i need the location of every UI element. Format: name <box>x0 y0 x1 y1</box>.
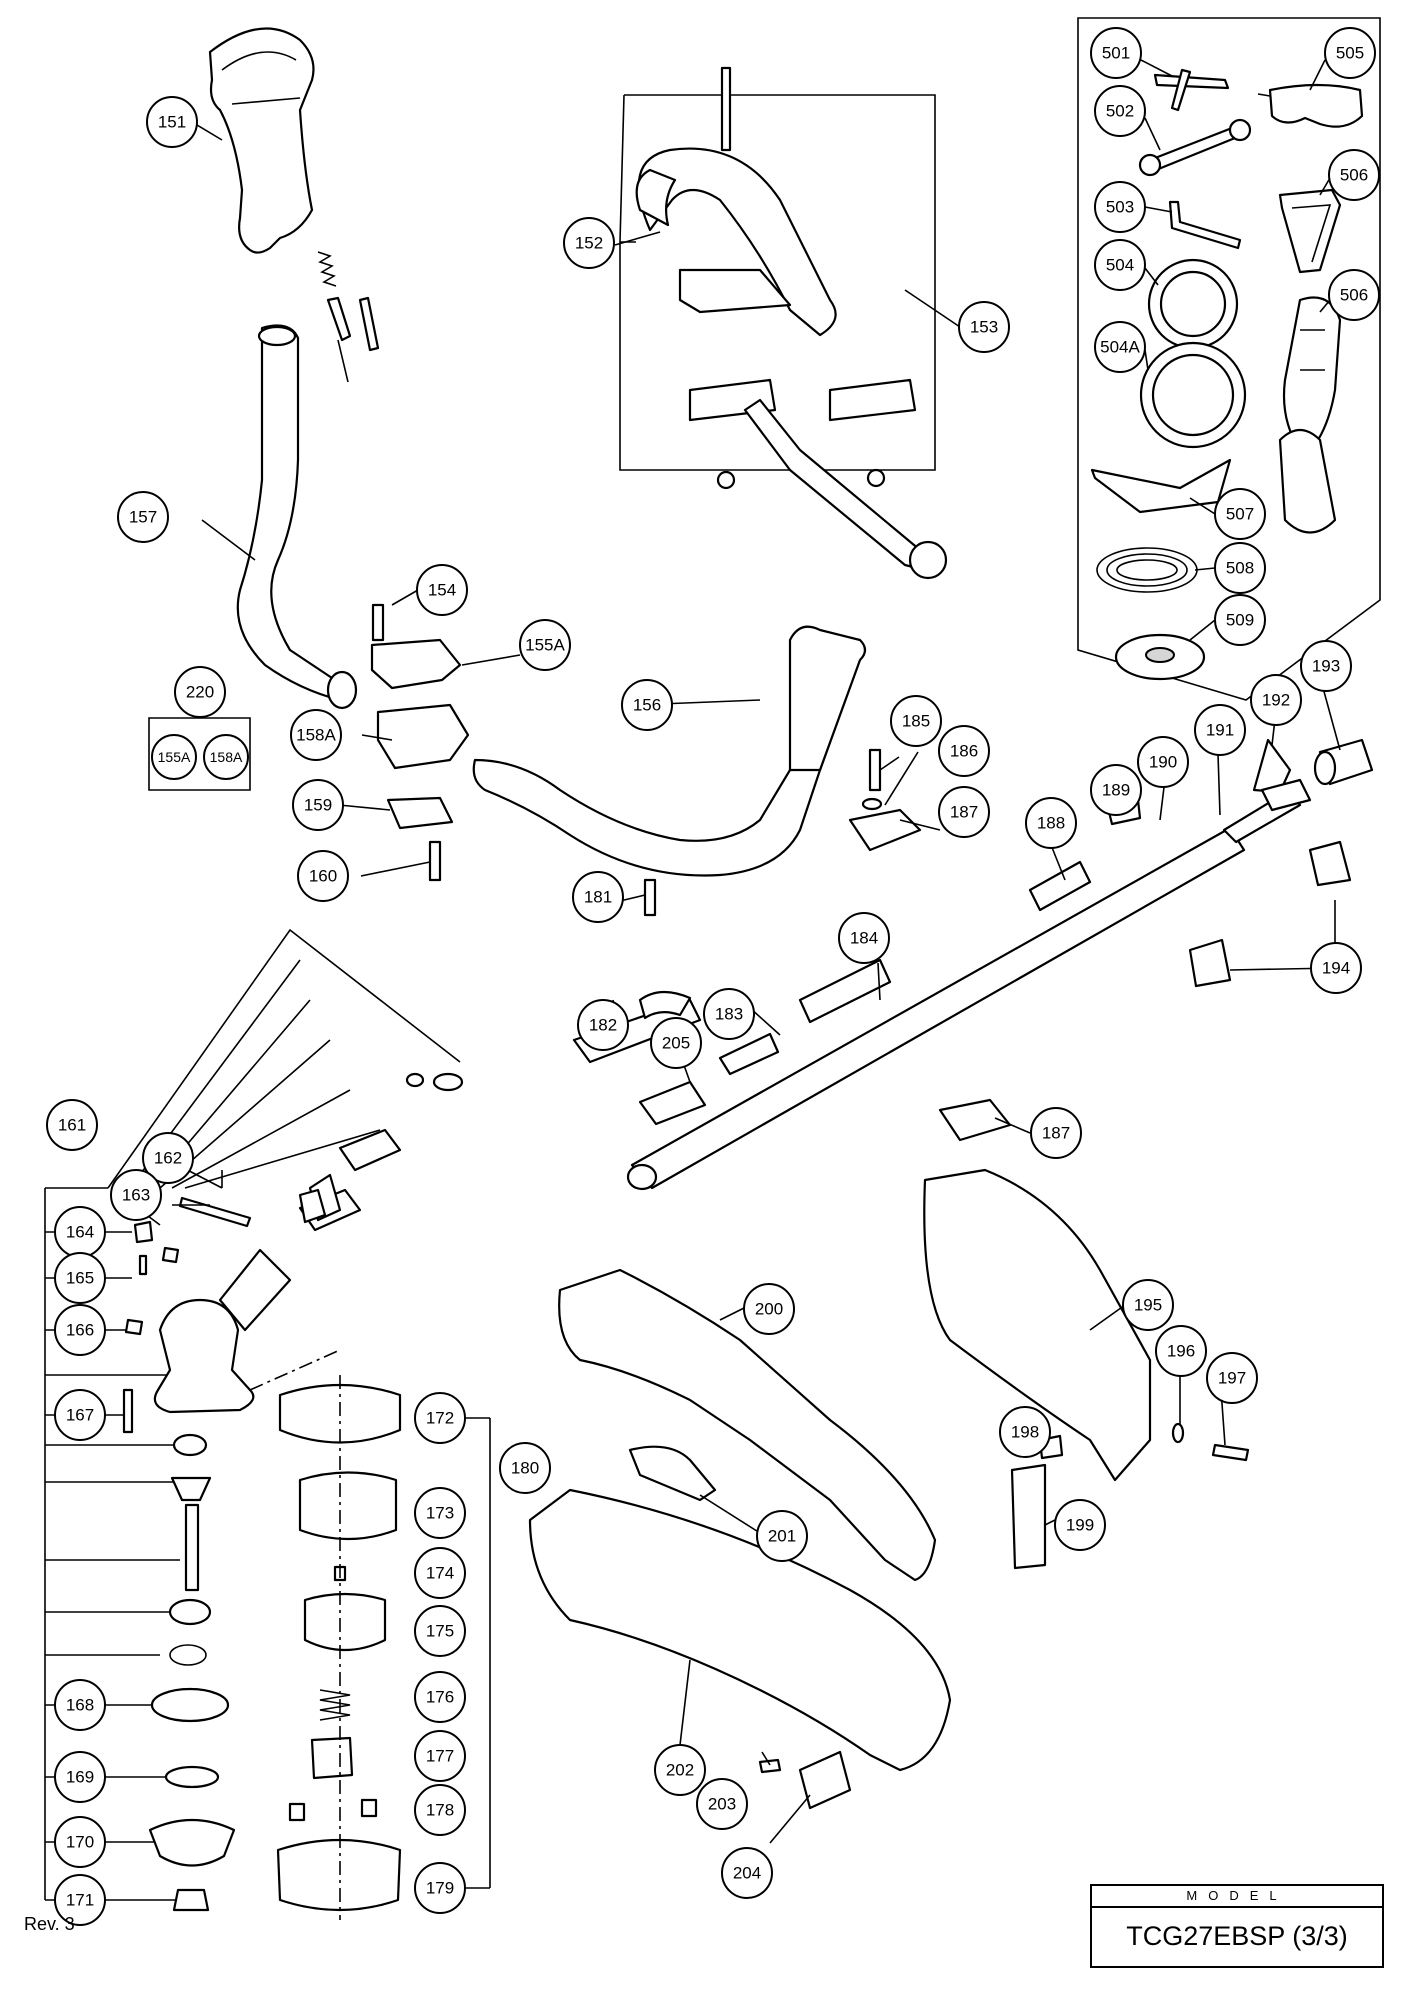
pipe-end-157b <box>326 670 358 710</box>
shaft <box>184 1503 200 1592</box>
drive-connector-192 <box>1252 738 1312 812</box>
block-198 <box>1038 1434 1064 1460</box>
sleeve-205 <box>638 1080 707 1126</box>
wrench-501 <box>1153 68 1230 112</box>
clamp-159 <box>386 796 454 830</box>
washer-196 <box>1171 1422 1185 1444</box>
ring-504 <box>1147 258 1239 350</box>
handle-pipe-157 <box>236 324 355 702</box>
model-label: MODEL <box>1092 1886 1382 1908</box>
harness-506b <box>1278 296 1342 534</box>
clamp-155A <box>370 638 462 690</box>
ring-e <box>432 1072 464 1092</box>
bolt-152 <box>720 66 732 152</box>
loop-bar-knob <box>908 540 948 580</box>
washer-169 <box>164 1765 220 1789</box>
bracket-161 <box>44 1187 190 1901</box>
pin-167 <box>122 1388 134 1434</box>
nut-171 <box>172 1888 210 1912</box>
nut-a <box>716 470 736 490</box>
plate-199 <box>1010 1463 1047 1570</box>
spool-175 <box>303 1592 387 1652</box>
model-block: MODEL TCG27EBSP (3/3) <box>1090 1884 1384 1968</box>
main-tube-184 <box>630 826 1246 1190</box>
spring-176 <box>319 1689 351 1721</box>
holder-168 <box>150 1687 230 1723</box>
damper-193 <box>1313 738 1374 786</box>
pipe-end-157 <box>257 325 297 347</box>
goggles-505 <box>1257 83 1364 128</box>
bolt-163 <box>161 1246 180 1264</box>
clip-178a <box>288 1802 306 1822</box>
knob-177 <box>310 1736 354 1780</box>
screw-203 <box>758 1758 782 1774</box>
gear-b <box>338 1128 402 1172</box>
bevel-gear <box>170 1476 212 1502</box>
bolt-166 <box>124 1318 144 1336</box>
sleeve-183 <box>718 1032 780 1076</box>
hex-key-503 <box>1168 200 1242 250</box>
clamp-153-upper <box>678 268 792 314</box>
tube-end <box>626 1163 658 1191</box>
ring-f <box>405 1072 425 1088</box>
cup-170 <box>148 1818 236 1867</box>
ring-504A <box>1139 341 1247 449</box>
washer-509 <box>1114 633 1206 681</box>
bolt-197 <box>1211 1443 1250 1462</box>
bearing-b <box>168 1598 212 1626</box>
bolt-181 <box>643 878 657 917</box>
model-value: TCG27EBSP (3/3) <box>1126 1921 1348 1951</box>
nylon-line-508 <box>1096 547 1198 593</box>
guard-200 <box>558 1268 937 1582</box>
guard-195 <box>923 1168 1152 1482</box>
rear-grip-151 <box>208 27 315 254</box>
gear-neck <box>218 1248 292 1332</box>
bolt-162 <box>178 1196 252 1228</box>
clamp-187a <box>848 808 922 852</box>
frame-lines-161 <box>107 928 461 1189</box>
housing-179 <box>276 1838 402 1912</box>
cutter-204 <box>798 1750 852 1810</box>
sleeve-188 <box>1028 860 1092 912</box>
bolt-185 <box>868 748 882 792</box>
bolt-160 <box>428 840 442 882</box>
clip-178b <box>360 1798 378 1818</box>
revision-label: Rev. 3 <box>24 1914 75 1934</box>
sleeve-189 <box>1106 798 1142 826</box>
grip-156 <box>788 625 867 772</box>
clamp-201 <box>628 1445 717 1502</box>
screw-165 <box>138 1254 148 1276</box>
clips-194 <box>1188 840 1352 988</box>
snap-ring <box>169 1644 207 1666</box>
clamp-182 <box>572 990 702 1064</box>
gear-d <box>298 1188 327 1224</box>
spanner-502 <box>1138 118 1252 177</box>
coil-173 <box>298 1471 398 1541</box>
loop-bar <box>743 398 932 572</box>
clamp-158A <box>376 703 470 770</box>
nut-b <box>866 468 886 488</box>
clamp-153-side <box>828 378 917 422</box>
spring-and-cables <box>317 251 380 383</box>
loop-handle-152 <box>635 147 837 337</box>
bolt-154 <box>371 603 385 642</box>
sleeve-184-piece <box>798 958 892 1024</box>
washer-186 <box>861 797 883 811</box>
guard-strap-506a <box>1278 188 1342 274</box>
bearing-a <box>172 1433 208 1457</box>
block-164 <box>133 1220 154 1244</box>
gear-to-cutter-line <box>249 1349 341 1391</box>
blade-507 <box>1090 458 1232 514</box>
bracket-180 <box>435 1417 491 1889</box>
